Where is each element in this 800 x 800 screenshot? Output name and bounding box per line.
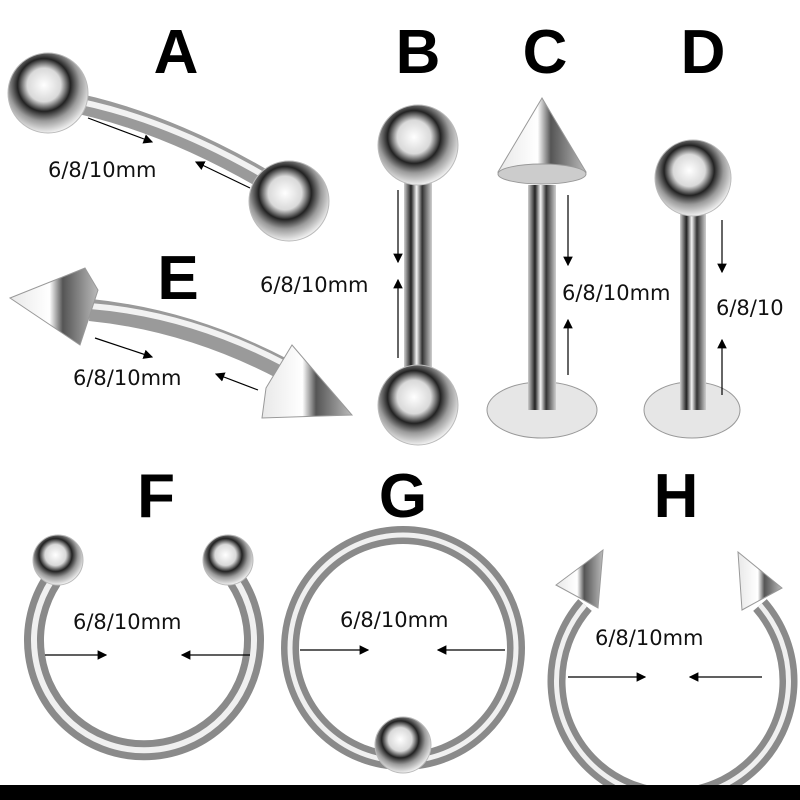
size-label-f: 6/8/10mm — [73, 610, 182, 634]
label-b: B — [395, 18, 441, 87]
size-label-g: 6/8/10mm — [340, 608, 449, 632]
bottom-bar — [0, 785, 800, 800]
item-f-ball-horseshoe — [24, 534, 264, 761]
size-label-d: 6/8/10 — [716, 296, 784, 320]
label-d: D — [680, 18, 726, 87]
label-f: F — [137, 462, 175, 531]
item-e-curved-spike-barbell — [8, 267, 354, 419]
item-c-spike-labret — [486, 97, 598, 439]
label-a: A — [153, 18, 199, 87]
size-label-b: 6/8/10mm — [260, 273, 369, 297]
item-d-ball-labret — [643, 139, 741, 439]
size-label-e: 6/8/10mm — [73, 366, 182, 390]
item-g-captive-bead-ring — [281, 526, 525, 774]
item-b-straight-barbell — [377, 104, 459, 446]
label-g: G — [378, 462, 428, 531]
label-e: E — [157, 244, 199, 313]
size-label-a: 6/8/10mm — [48, 158, 157, 182]
size-label-c: 6/8/10mm — [562, 281, 671, 305]
size-label-h: 6/8/10mm — [595, 626, 704, 650]
item-a-curved-barbell — [7, 52, 330, 242]
label-h: H — [653, 462, 699, 531]
item-h-spike-horseshoe — [547, 548, 798, 800]
label-c: C — [522, 18, 568, 87]
